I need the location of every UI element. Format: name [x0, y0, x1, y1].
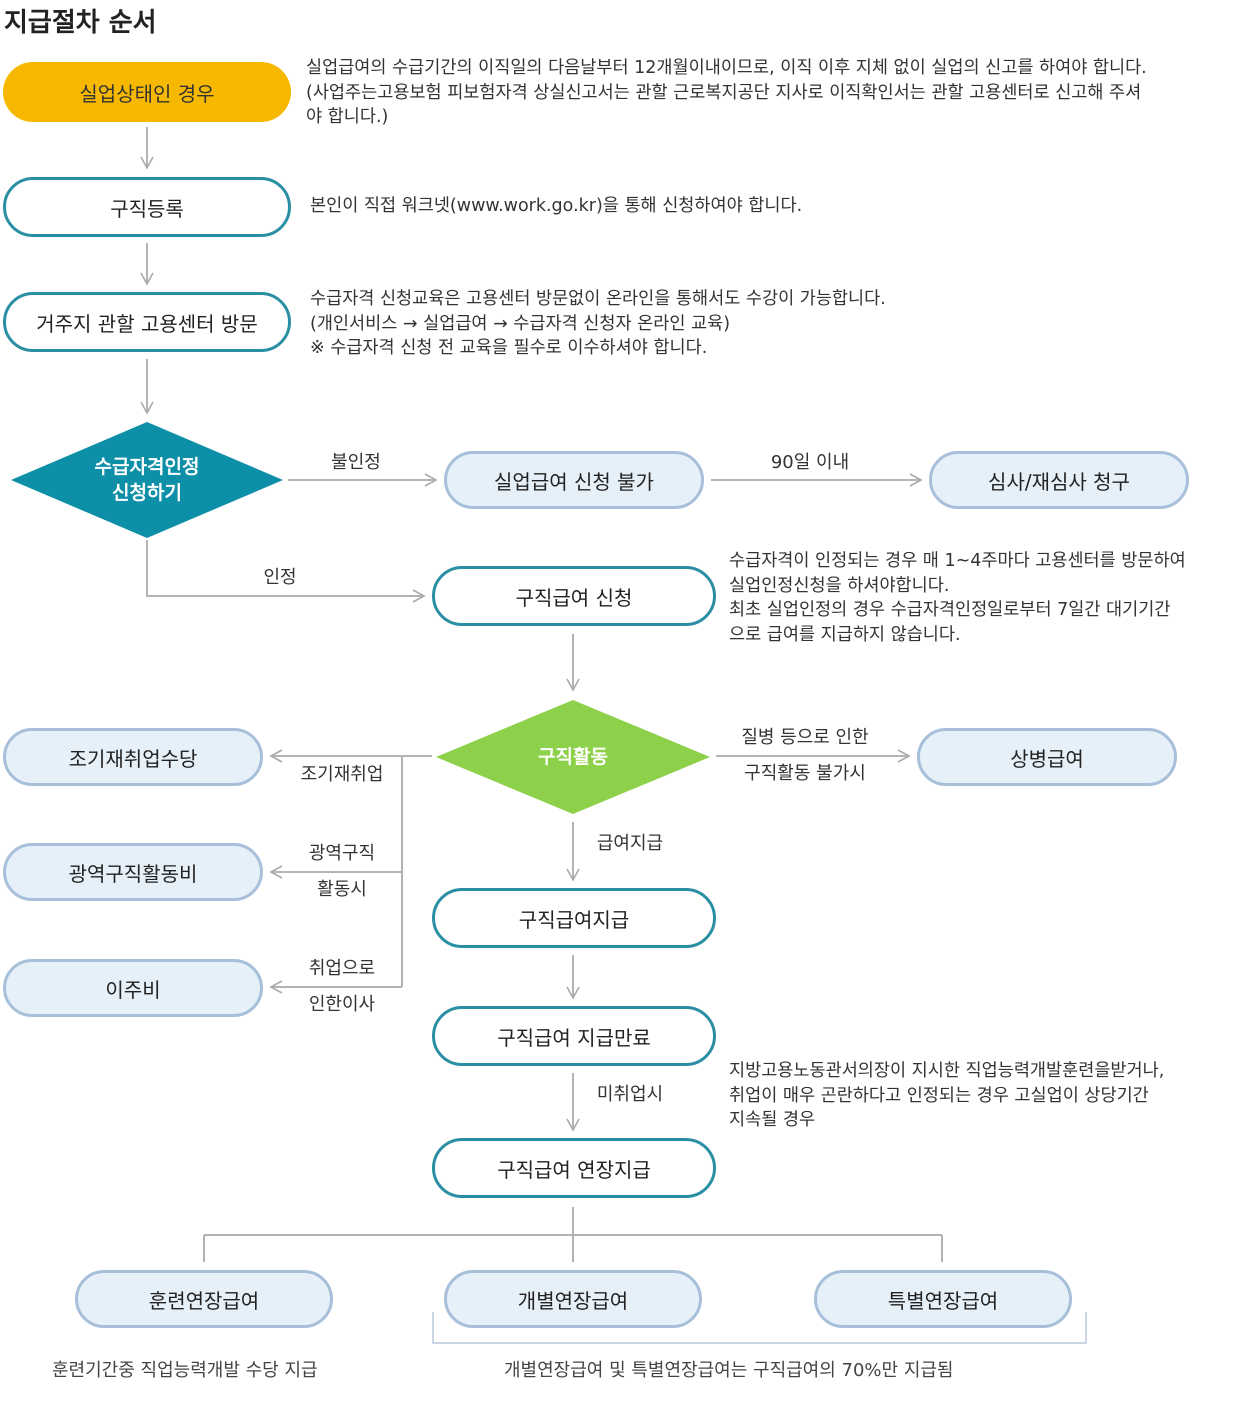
node-relocation: 이주비 [3, 959, 263, 1017]
desc-line: 실업인정신청을 하셔야합니다. [729, 575, 950, 596]
node-job-benefit-apply: 구직급여 신청 [432, 566, 716, 626]
desc-job-registration: 본인이 직접 워크넷(www.work.go.kr)을 통해 신청하여야 합니다… [310, 194, 802, 219]
node-job-benefit-pay: 구직급여지급 [432, 888, 716, 948]
label-recognized: 인정 [263, 567, 297, 588]
page-title: 지급절차 순서 [4, 8, 157, 38]
desc-line: 최초 실업인정의 경우 수급자격인정일로부터 7일간 대기기간 [729, 600, 1171, 620]
arrow-eligibility-to-apply [146, 540, 426, 603]
node-sick-benefit: 상병급여 [917, 728, 1177, 786]
node-unemployed: 실업상태인 경우 [3, 62, 291, 122]
desc-job-benefit-apply: 수급자격이 인정되는 경우 매 1~4주마다 고용센터를 방문하여 실업인정신청… [729, 549, 1186, 647]
desc-line: (사업주는고용보험 피보험자격 상실신고서는 관할 근로복지공단 지사로 이직확… [306, 82, 1142, 103]
label-not-recognized: 불인정 [331, 452, 381, 473]
node-individual-ext: 개별연장급여 [444, 1270, 702, 1328]
label-within-90: 90일 이내 [770, 452, 850, 473]
job-seeking-diamond [436, 700, 710, 814]
desc-extension: 지방고용노동관서의장이 지시한 직업능력개발훈련을받거나, 취업이 매우 곤란하… [729, 1059, 1164, 1133]
node-job-registration: 구직등록 [3, 177, 291, 237]
bracket-individual-special [432, 1312, 1087, 1344]
label-wide: 광역구직 활동시 [308, 843, 376, 900]
desc-line: 수급자격이 인정되는 경우 매 1~4주마다 고용센터를 방문하여 [729, 551, 1186, 571]
desc-line: 취업이 매우 곤란하다고 인정되는 경우 고실업이 상당기간 [729, 1085, 1149, 1106]
node-special-ext: 특별연장급여 [814, 1270, 1072, 1328]
label-early: 조기재취업 [300, 764, 384, 785]
node-wide-area: 광역구직활동비 [3, 843, 263, 901]
note-training: 훈련기간중 직업능력개발 수당 지급 [52, 1360, 318, 1381]
desc-center-visit: 수급자격 신청교육은 고용센터 방문없이 온라인을 통해서도 수강이 가능합니다… [310, 287, 886, 361]
desc-line: 실업급여의 수급기간의 이직일의 다음날부터 12개월이내이므로, 이직 이후 … [306, 58, 1147, 78]
node-center-visit: 거주지 관할 고용센터 방문 [3, 292, 291, 352]
node-eligibility-label: 수급자격인정 신청하기 [94, 456, 200, 504]
label-pay: 급여지급 [596, 833, 664, 854]
label-unemployed-after: 미취업시 [596, 1084, 664, 1105]
node-job-benefit-extend: 구직급여 연장지급 [432, 1138, 716, 1198]
label-sick: 질병 등으로 인한 구직활동 불가시 [741, 727, 869, 784]
node-early-reemployment: 조기재취업수당 [3, 728, 263, 786]
eligibility-diamond [11, 422, 283, 538]
node-training-ext: 훈련연장급여 [75, 1270, 333, 1328]
desc-line: 야 합니다.) [306, 107, 389, 127]
node-job-benefit-end: 구직급여 지급만료 [432, 1006, 716, 1066]
desc-line: 본인이 직접 워크넷(www.work.go.kr)을 통해 신청하여야 합니다… [310, 196, 803, 216]
desc-unemployed: 실업급여의 수급기간의 이직일의 다음날부터 12개월이내이므로, 이직 이후 … [306, 56, 1147, 130]
note-individual-special: 개별연장급여 및 특별연장급여는 구직급여의 70%만 지급됨 [504, 1360, 954, 1381]
desc-line: 지방고용노동관서의장이 지시한 직업능력개발훈련을받거나, [729, 1061, 1165, 1081]
desc-line: ※ 수급자격 신청 전 교육을 필수로 이수하셔야 합니다. [310, 338, 708, 358]
node-not-eligible: 실업급여 신청 불가 [444, 451, 704, 509]
desc-line: 으로 급여를 지급하지 않습니다. [729, 624, 961, 645]
node-job-seeking-label: 구직활동 [538, 746, 608, 768]
desc-line: (개인서비스 → 실업급여 → 수급자격 신청자 온라인 교육) [310, 313, 731, 334]
desc-line: 지속될 경우 [729, 1110, 816, 1130]
label-relocate: 취업으로 인한이사 [308, 958, 376, 1015]
node-review: 심사/재심사 청구 [929, 451, 1189, 509]
desc-line: 수급자격 신청교육은 고용센터 방문없이 온라인을 통해서도 수강이 가능합니다… [310, 289, 886, 309]
